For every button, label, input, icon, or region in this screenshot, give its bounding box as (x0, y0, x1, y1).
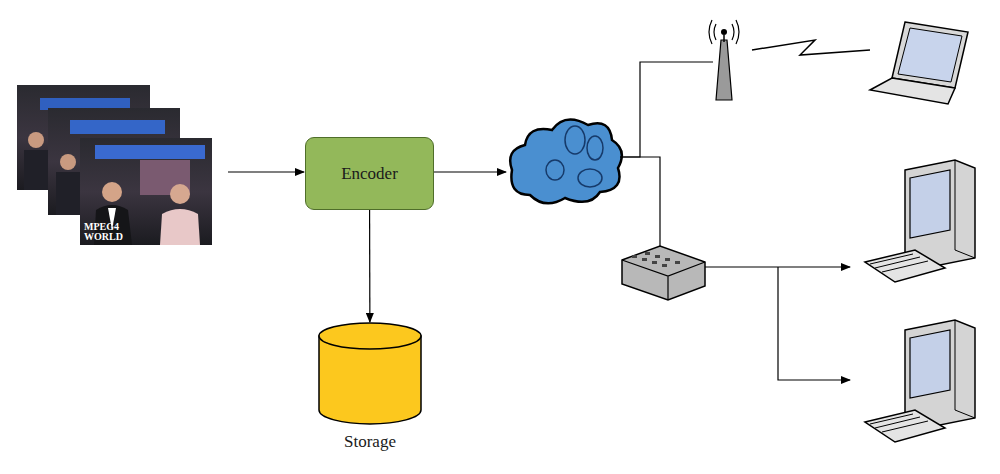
network-arrow (778, 267, 850, 380)
storage-cylinder: Storage (318, 322, 422, 426)
pc-symbol (865, 160, 975, 282)
laptop-symbol (870, 22, 968, 104)
antenna-symbol (709, 20, 739, 100)
wireless-link (752, 40, 870, 55)
process-box: Encoder (305, 137, 434, 210)
flow-arrow (228, 171, 304, 172)
cylinder-outline (318, 322, 422, 426)
flow-arrow (434, 171, 506, 172)
cloud-detail (546, 126, 603, 187)
frame-caption: MPEG4 WORLD (84, 222, 128, 242)
network-cloud (510, 120, 622, 204)
video-frame (80, 138, 212, 245)
switch-symbol (622, 246, 705, 300)
network-line (620, 157, 660, 246)
node-label: Encoder (341, 164, 398, 184)
node-caption: Storage (298, 432, 442, 452)
network-line (620, 62, 713, 157)
connector-arrow (369, 210, 370, 322)
